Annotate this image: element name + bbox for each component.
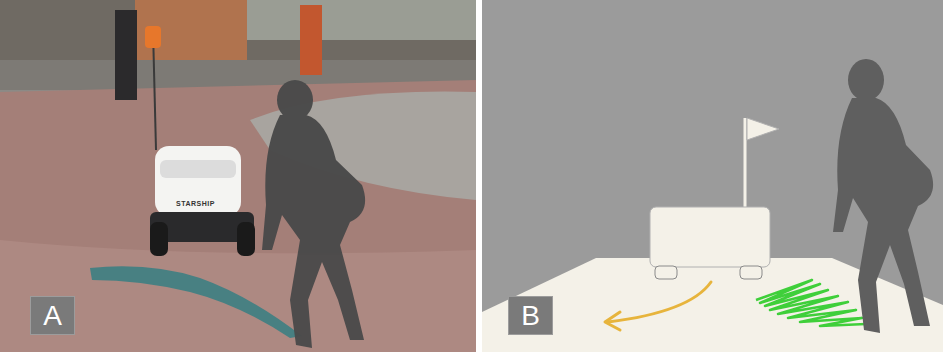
photo-background (0, 0, 476, 352)
robot-wheel (237, 222, 255, 256)
robot-flag (145, 26, 161, 48)
panel-letter: A (43, 300, 62, 332)
pedestrian-silhouette (262, 80, 365, 348)
robot-wheel (150, 222, 168, 256)
sketch-robot-wheel (740, 266, 762, 279)
sketch-flag (747, 118, 779, 140)
distant-lawn (247, 0, 476, 40)
pedestrian-background (115, 10, 137, 100)
sketch-panel (482, 0, 943, 352)
sketch-yellow-arrow (608, 282, 711, 322)
robot-body (155, 146, 241, 216)
sketch-flag-pole (744, 118, 747, 207)
sketch-robot-body (650, 207, 770, 267)
sketch-pedestrian-silhouette (833, 59, 933, 333)
sketch-robot-wheel (655, 266, 677, 279)
panel-label-box: A (30, 296, 75, 335)
photo-panel (0, 0, 476, 352)
robot-logo-text: STARSHIP (176, 200, 215, 207)
planned-path-arrow (90, 266, 302, 338)
sketch-wall (482, 0, 943, 352)
wet-reflection (0, 240, 476, 352)
sketch-yellow-arrowhead (605, 312, 620, 330)
sketch-green-scribble (756, 280, 866, 326)
panel-label-box: B (508, 296, 553, 335)
pedestrian-background (300, 5, 322, 75)
panel-letter: B (521, 300, 540, 332)
brick-plaza (0, 80, 476, 352)
robot-lid (160, 160, 236, 178)
